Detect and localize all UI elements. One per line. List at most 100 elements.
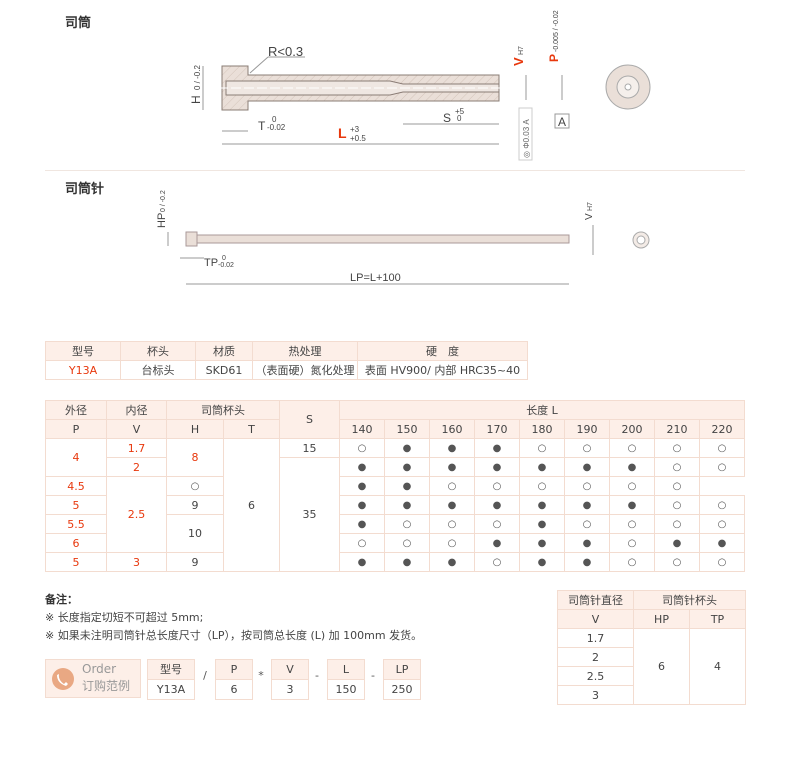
- note-item: ※ 长度指定切短不可超过 5mm;: [45, 611, 204, 624]
- availability-mark: ○: [564, 476, 610, 496]
- availability-mark: ○: [519, 438, 565, 458]
- availability-mark: ●: [474, 438, 520, 458]
- order-header: V: [272, 660, 308, 680]
- availability-mark: ●: [564, 495, 610, 515]
- header-v: V: [557, 609, 634, 629]
- notes-title: 备注：: [45, 593, 78, 606]
- availability-mark: ●: [519, 552, 565, 572]
- cell-hardness: 表面 HV900/ 内部 HRC35~40: [357, 360, 528, 380]
- divider: [45, 170, 745, 171]
- l-tol-bottom: +0.5: [350, 134, 366, 143]
- availability-mark: ●: [564, 457, 610, 477]
- availability-mark: ●: [474, 533, 520, 553]
- header-length-value: 210: [654, 419, 700, 439]
- cell-p: 5.5: [45, 514, 107, 534]
- availability-mark: ○: [699, 457, 745, 477]
- header-s: S: [279, 400, 340, 439]
- lp-label: LP=L+100: [350, 272, 401, 284]
- availability-mark: ●: [384, 438, 430, 458]
- l-label: L: [338, 125, 347, 141]
- availability-mark: ●: [519, 533, 565, 553]
- header-material: 材质: [195, 341, 253, 361]
- header-heat-treatment: 热处理: [252, 341, 358, 361]
- order-separator: -: [371, 669, 375, 682]
- availability-mark: ○: [654, 495, 700, 515]
- availability-mark: ○: [339, 438, 385, 458]
- availability-mark: ○: [474, 476, 520, 496]
- sleeve-drawing: R<0.3 H 0 / -0.2 T 0 -0.02 S +5 0 L +3 +…: [189, 10, 651, 161]
- cell-h: 8: [166, 438, 224, 477]
- availability-mark: ○: [654, 476, 700, 496]
- pin-v-label: V: [584, 213, 595, 220]
- header-pin-diameter: 司筒针直径: [557, 590, 634, 610]
- t-tol-bottom: -0.02: [267, 123, 286, 132]
- availability-mark: ●: [609, 457, 655, 477]
- order-badge: Order 订购范例: [45, 659, 141, 698]
- hp-tolerance: 0 / -0.2: [160, 190, 167, 212]
- availability-mark: ○: [384, 514, 430, 534]
- cell-v: 2: [106, 457, 167, 477]
- header-model: 型号: [45, 341, 121, 361]
- availability-mark: ●: [339, 514, 385, 534]
- header-pin-head: 司筒针杯头: [633, 590, 746, 610]
- note-item: ※ 如果未注明司筒针总长度尺寸（LP），按司筒总长度 (L) 加 100mm 发…: [45, 629, 423, 642]
- cell-v: 3: [106, 552, 167, 572]
- availability-mark: ●: [519, 495, 565, 515]
- notes: 备注： ※ 长度指定切短不可超过 5mm; ※ 如果未注明司筒针总长度尺寸（LP…: [45, 591, 422, 645]
- availability-mark: ○: [474, 552, 520, 572]
- cell-p: 4: [45, 438, 107, 477]
- availability-mark: ●: [474, 457, 520, 477]
- header-length-value: 180: [519, 419, 565, 439]
- h-label: H: [189, 95, 203, 104]
- availability-mark: ○: [699, 438, 745, 458]
- order-cn-label: 订购范例: [82, 679, 131, 693]
- cell-h: 9: [166, 495, 224, 515]
- order-value: 3: [286, 683, 294, 696]
- availability-mark: ●: [654, 533, 700, 553]
- availability-mark: ●: [384, 552, 430, 572]
- cell-model: Y13A: [45, 360, 121, 380]
- s-tol-top: +5: [455, 107, 465, 116]
- t-tol-top: 0: [272, 115, 277, 124]
- cell-tp: 4: [689, 628, 746, 705]
- availability-mark: ○: [384, 533, 430, 553]
- header-head: 杯头: [120, 341, 196, 361]
- cell-v: 2: [557, 647, 634, 667]
- cell-v: 2.5: [106, 476, 167, 553]
- availability-mark: ○: [474, 514, 520, 534]
- cell-p: 5: [45, 495, 107, 515]
- availability-mark: ○: [429, 514, 475, 534]
- v-fit: H7: [518, 46, 525, 55]
- header-tp: TP: [689, 609, 746, 629]
- datum-label: A: [558, 115, 566, 129]
- availability-mark: ○: [339, 533, 385, 553]
- cell-p: 5: [45, 552, 107, 572]
- tp-label: TP: [204, 257, 218, 269]
- header-length: 长度 L: [339, 400, 745, 420]
- order-value: 150: [335, 683, 357, 696]
- cell-v: 3: [557, 685, 634, 705]
- header-head: 司筒杯头: [166, 400, 280, 420]
- availability-mark: ●: [339, 552, 385, 572]
- availability-mark: ●: [384, 476, 430, 496]
- order-header: 型号: [148, 660, 194, 680]
- availability-mark: ○: [699, 552, 745, 572]
- order-header: LP: [384, 660, 420, 680]
- availability-mark: ●: [519, 457, 565, 477]
- availability-mark: ○: [166, 476, 224, 496]
- cell-v: 2.5: [557, 666, 634, 686]
- header-hp: HP: [633, 609, 690, 629]
- availability-mark: ○: [654, 552, 700, 572]
- availability-mark: ●: [339, 457, 385, 477]
- cell-h: 9: [166, 552, 224, 572]
- section-title-sleeve: 司筒: [65, 16, 92, 31]
